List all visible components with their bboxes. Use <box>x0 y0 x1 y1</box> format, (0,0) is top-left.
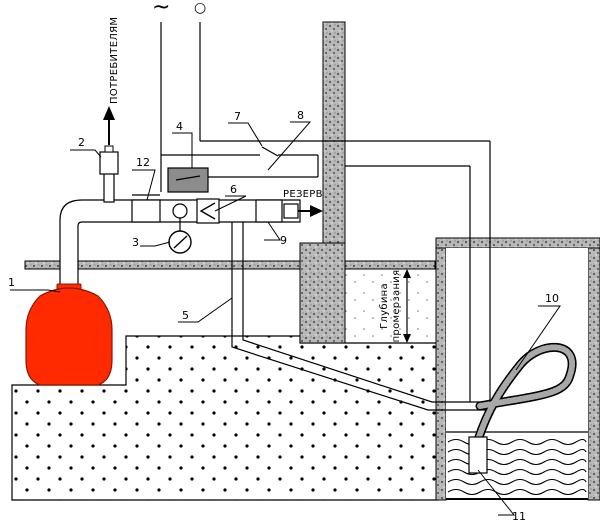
callout-1: 1 <box>8 276 15 289</box>
power-lines <box>160 22 491 402</box>
callout-7: 7 <box>234 110 241 123</box>
reserve-label: РЕЗЕРВ <box>283 189 323 200</box>
frost-depth-label-1: Глубина <box>379 283 390 329</box>
callout-11: 11 <box>512 510 526 523</box>
callout-4: 4 <box>176 120 183 133</box>
pressure-switch <box>167 167 209 193</box>
reserve-valve <box>255 199 283 223</box>
ground <box>11 260 439 501</box>
callout-numbers: 1 2 3 4 5 6 7 8 9 10 11 12 <box>8 109 559 523</box>
house-wall <box>299 21 346 344</box>
consumer-valve <box>99 145 119 175</box>
frost-depth-label-2: промерзания <box>391 270 402 343</box>
frost-depth-marker: Глубина промерзания <box>345 268 436 344</box>
suction-pipe <box>231 222 490 411</box>
relay-12 <box>131 194 161 223</box>
callout-3: 3 <box>132 236 139 249</box>
callouts <box>10 121 561 516</box>
power-symbol: ○ <box>194 0 206 16</box>
hose <box>473 342 577 445</box>
ac-symbol: ~ <box>152 0 170 20</box>
callout-2: 2 <box>78 136 85 149</box>
consumer-pipe <box>103 171 115 203</box>
main-pipe <box>59 199 301 286</box>
consumers-label: ПОТРЕБИТЕЛЯМ <box>109 17 120 104</box>
foot-valve <box>468 436 488 474</box>
pressure-gauge <box>168 218 192 254</box>
callout-6: 6 <box>230 183 237 196</box>
check-valve <box>196 198 220 224</box>
callout-8: 8 <box>297 109 304 122</box>
callout-12: 12 <box>136 156 150 169</box>
expansion-tank <box>25 283 113 386</box>
consumer-arrow <box>103 106 115 145</box>
callout-10: 10 <box>545 292 559 305</box>
callout-5: 5 <box>182 309 189 322</box>
callout-9: 9 <box>280 234 287 247</box>
tee-connector <box>172 203 188 219</box>
reserve-arrow <box>298 205 323 217</box>
